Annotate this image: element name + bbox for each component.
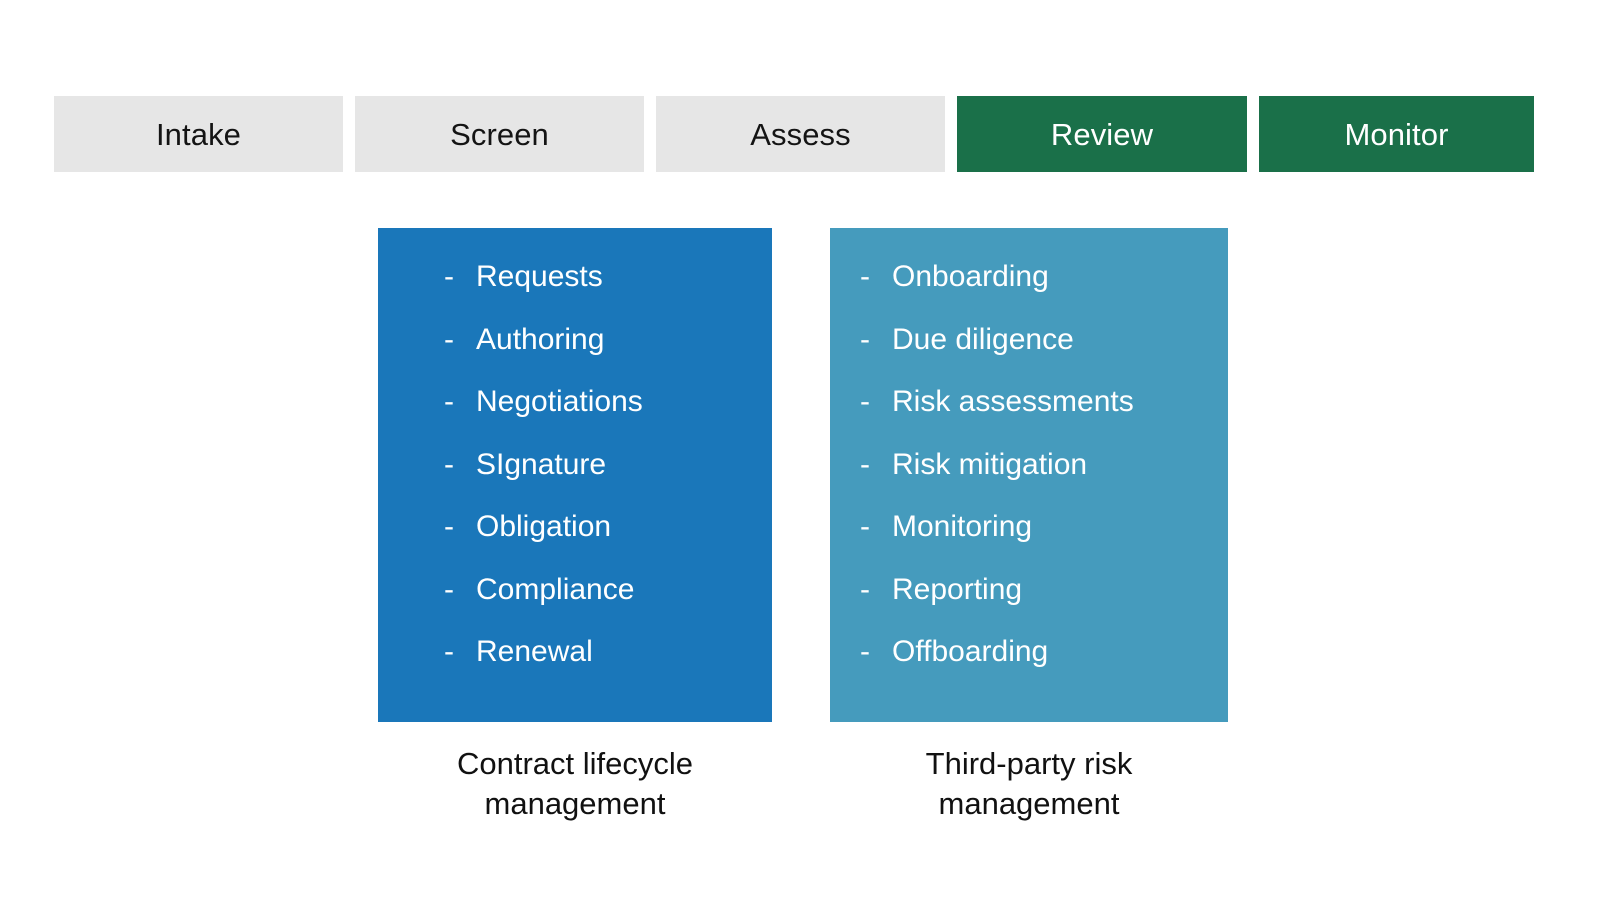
bullet-dash-icon: - [444, 572, 454, 606]
third-party-risk-column: - Onboarding - Due diligence - Risk asse… [830, 228, 1228, 825]
list-item[interactable]: - Risk assessments [830, 387, 1228, 450]
list-item-label: Due diligence [892, 322, 1074, 356]
bullet-dash-icon: - [444, 510, 454, 543]
bullet-dash-icon: - [860, 260, 870, 293]
bullet-dash-icon: - [860, 322, 870, 356]
stage-tab-screen[interactable]: Screen [355, 96, 644, 172]
list-item-label: Risk mitigation [892, 447, 1088, 481]
stage-tab-intake[interactable]: Intake [54, 96, 343, 172]
list-item-label: Requests [476, 260, 603, 293]
list-item[interactable]: - SIgnature [378, 447, 772, 513]
contract-lifecycle-column: - Requests - Authoring - Negotiations - … [378, 228, 772, 825]
caption-line-1: Third-party risk [925, 746, 1133, 781]
bullet-dash-icon: - [860, 510, 870, 543]
list-item[interactable]: - Due diligence [830, 322, 1228, 388]
list-item[interactable]: - Obligation [378, 512, 772, 575]
stage-tab-assess[interactable]: Assess [656, 96, 945, 172]
bullet-dash-icon: - [444, 447, 454, 481]
list-item[interactable]: - Offboarding [830, 637, 1228, 700]
caption-line-1: Contract lifecycle [456, 746, 694, 781]
list-item[interactable]: - Onboarding [830, 262, 1228, 325]
contract-lifecycle-caption: Contract lifecycle management [378, 744, 772, 825]
list-item[interactable]: - Authoring [378, 322, 772, 388]
bullet-dash-icon: - [860, 572, 870, 606]
list-item-label: Offboarding [892, 635, 1049, 668]
list-item[interactable]: - Negotiations [378, 387, 772, 450]
list-item-label: Renewal [476, 635, 593, 668]
caption-line-2: management [938, 786, 1120, 822]
bullet-dash-icon: - [860, 447, 870, 481]
list-item-label: Onboarding [892, 260, 1049, 293]
list-item[interactable]: - Monitoring [830, 512, 1228, 575]
third-party-risk-caption: Third-party risk management [830, 744, 1228, 825]
list-item-label: Monitoring [892, 510, 1033, 543]
list-item[interactable]: - Risk mitigation [830, 447, 1228, 513]
bullet-dash-icon: - [860, 385, 870, 418]
list-item[interactable]: - Compliance [378, 572, 772, 638]
list-item-label: Obligation [476, 510, 612, 543]
stage-tab-monitor[interactable]: Monitor [1259, 96, 1534, 172]
list-item[interactable]: - Requests [378, 262, 772, 325]
bullet-dash-icon: - [444, 635, 454, 668]
list-item-label: Risk assessments [892, 385, 1134, 418]
bullet-dash-icon: - [444, 385, 454, 418]
list-item-label: Negotiations [476, 385, 643, 418]
list-item[interactable]: - Reporting [830, 572, 1228, 638]
bullet-dash-icon: - [444, 322, 454, 356]
list-item-label: SIgnature [476, 447, 607, 481]
list-item-label: Authoring [476, 322, 605, 356]
caption-line-2: management [484, 786, 666, 822]
contract-lifecycle-panel: - Requests - Authoring - Negotiations - … [378, 228, 772, 722]
stage-tab-row: Intake Screen Assess Review Monitor [54, 96, 1546, 172]
list-item-label: Compliance [476, 572, 635, 606]
stage-tab-review[interactable]: Review [957, 96, 1247, 172]
list-item-label: Reporting [892, 572, 1023, 606]
list-item[interactable]: - Renewal [378, 637, 772, 700]
bullet-dash-icon: - [444, 260, 454, 293]
bullet-dash-icon: - [860, 635, 870, 668]
third-party-risk-panel: - Onboarding - Due diligence - Risk asse… [830, 228, 1228, 722]
